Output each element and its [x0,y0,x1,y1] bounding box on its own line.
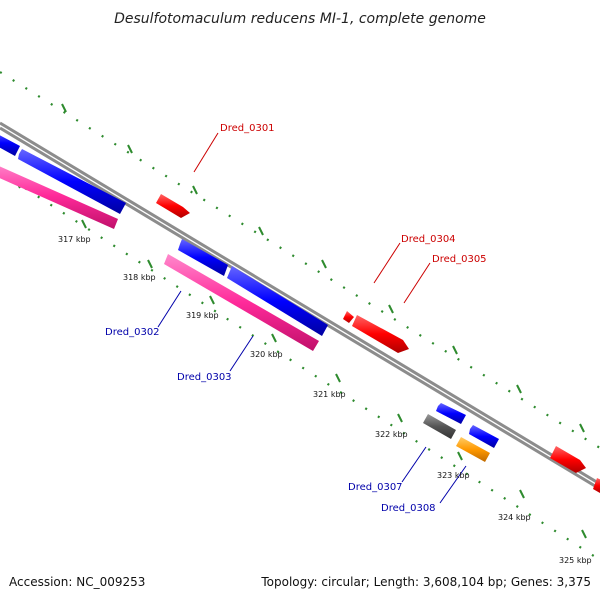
gene-dred-0302[interactable] [0,162,118,229]
gene-label-dred-0301: Dred_0301 [220,123,275,134]
gene-label-dred-0305: Dred_0305 [432,254,487,265]
gene-red-right-2[interactable] [593,478,600,493]
gene-dred-0305[interactable] [352,315,409,353]
gene-label-dred-0308: Dred_0308 [381,503,436,514]
gene-label-dred-0302: Dred_0302 [105,327,160,338]
gene-dred-0301[interactable] [156,194,190,218]
gene-orange[interactable] [456,437,490,462]
gene-gray[interactable] [423,414,456,439]
gene-dred-0304[interactable] [343,311,354,323]
outer-tick-ring [0,71,600,449]
inner-tick-ring [0,171,600,561]
tick-label-324: 324 kbp [498,513,531,522]
gene-blue-center-1[interactable] [178,239,228,276]
label-leader-lines [157,132,467,504]
tick-label-325: 325 kbp [559,556,592,565]
tick-label-321: 321 kbp [313,390,346,399]
gene-blue-small-2[interactable] [469,425,499,448]
gene-dred-0303[interactable] [164,254,319,351]
tick-label-318: 318 kbp [123,273,156,282]
gene-label-dred-0307: Dred_0307 [348,482,403,493]
tick-label-322: 322 kbp [375,430,408,439]
tick-label-320: 320 kbp [250,350,283,359]
gene-label-dred-0304: Dred_0304 [401,234,456,245]
tick-label-319: 319 kbp [186,311,219,320]
gene-blue-left-2[interactable] [18,149,126,214]
gene-label-dred-0303: Dred_0303 [177,372,232,383]
tick-label-317: 317 kbp [58,235,91,244]
genome-summary-text: Topology: circular; Length: 3,608,104 bp… [260,575,591,589]
accession-text: Accession: NC_009253 [9,575,145,589]
gene-blue-small-1[interactable] [436,403,466,424]
gene-red-right-1[interactable] [550,446,586,473]
gene-blue-left-1[interactable] [0,130,20,156]
tick-label-323: 323 kbp [437,471,470,480]
genome-backbone [0,121,600,491]
gene-blue-center-2[interactable] [227,266,328,336]
map-title: Desulfotomaculum reducens MI-1, complete… [114,11,486,27]
